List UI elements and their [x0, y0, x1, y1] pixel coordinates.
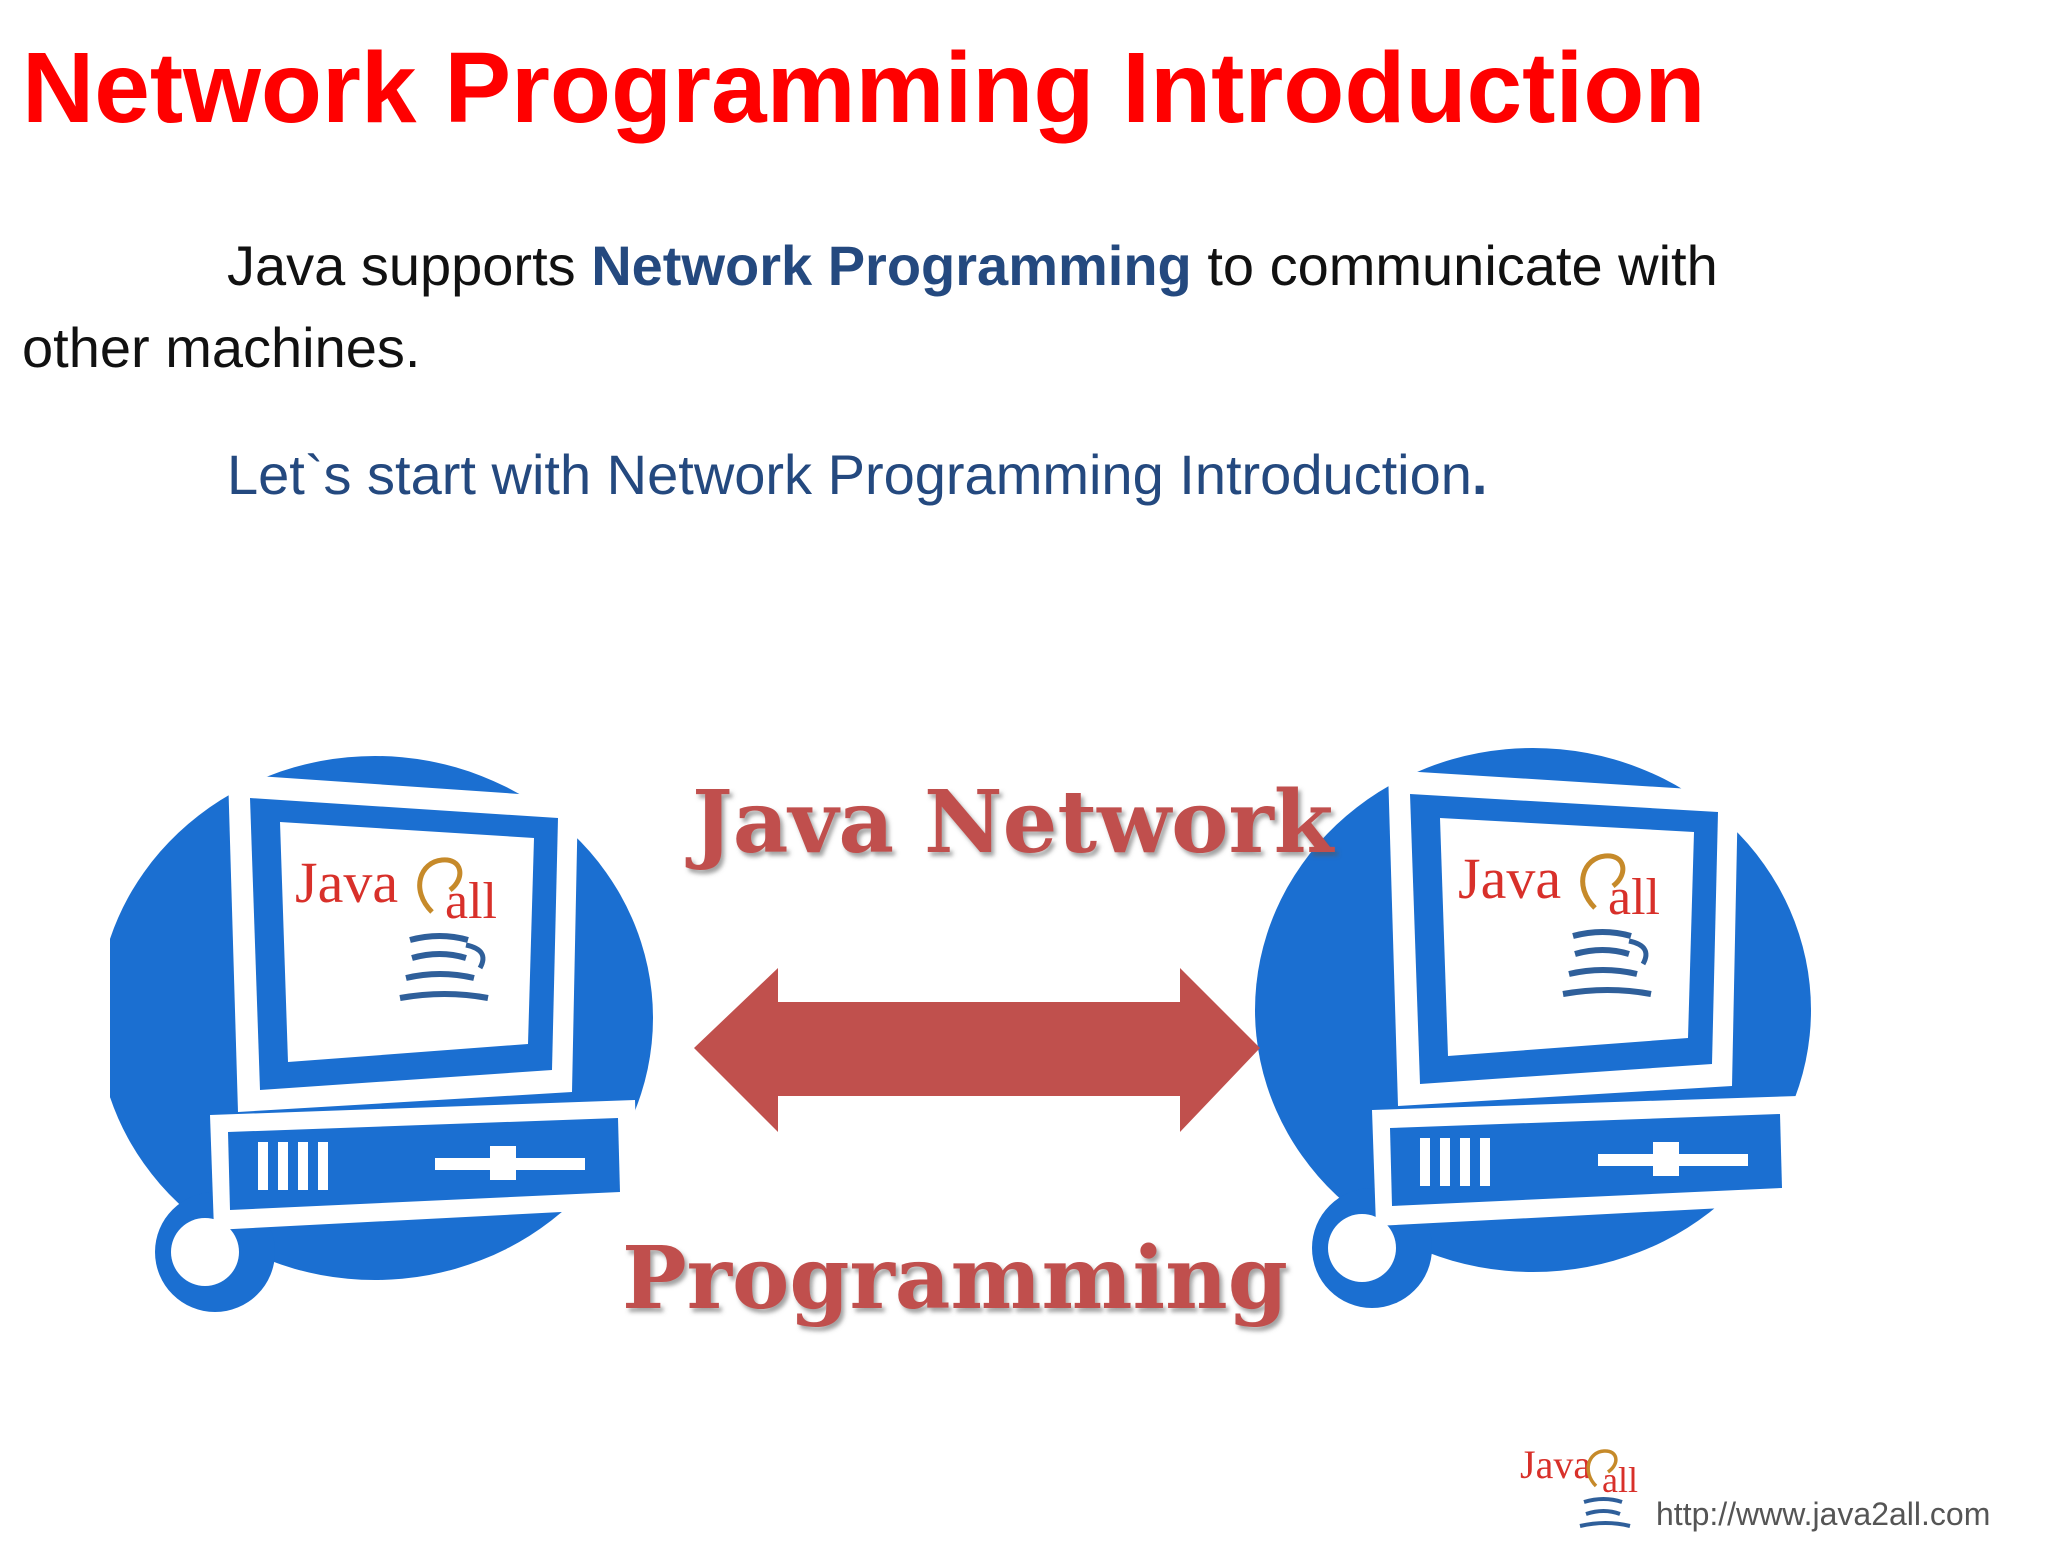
- footer-java2all-logo: Java all: [1510, 1436, 1650, 1536]
- right-logo-all-text: all: [1608, 869, 1660, 926]
- right-computer-icon: [1255, 748, 1811, 1308]
- intro-paragraph: Java supports Network Programming to com…: [22, 225, 1782, 389]
- left-computer-icon: [110, 756, 653, 1312]
- left-logo-all-text: all: [445, 873, 497, 930]
- right-logo-java-text: Java: [1458, 846, 1561, 911]
- start-paragraph: Let`s start with Network Programming Int…: [227, 434, 1487, 516]
- footer-logo-java-text: Java: [1520, 1442, 1591, 1487]
- left-logo-java-text: Java: [295, 850, 398, 915]
- illustration-heading-bottom: Programming: [622, 1228, 1288, 1329]
- network-illustration-svg: Java all: [110, 748, 1811, 1329]
- network-illustration: Java all: [110, 740, 1880, 1380]
- footer-logo-all-text: all: [1602, 1460, 1638, 1500]
- intro-text-part2: to communicate with other machines.: [22, 234, 1718, 379]
- slide-title: Network Programming Introduction: [22, 32, 1706, 144]
- right-java2all-logo: Java all: [1458, 846, 1660, 997]
- double-arrow-icon: [694, 968, 1260, 1132]
- footer-url: http://www.java2all.com: [1656, 1496, 1991, 1532]
- start-period: .: [1471, 443, 1488, 506]
- intro-highlight: Network Programming: [591, 234, 1192, 297]
- illustration-heading-top: Java Network: [685, 772, 1336, 873]
- left-java2all-logo: Java all: [295, 850, 497, 1001]
- start-text: Let`s start with Network Programming Int…: [227, 443, 1472, 506]
- intro-text-part1: Java supports: [227, 234, 592, 297]
- footer-logo-svg: Java all: [1520, 1442, 1638, 1528]
